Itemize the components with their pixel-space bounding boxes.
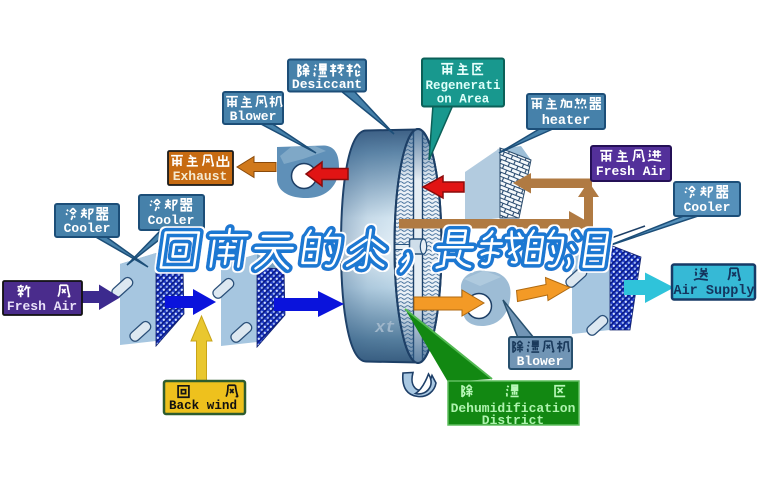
svg-text:Cooler: Cooler (684, 200, 731, 215)
svg-text:Back wind: Back wind (169, 399, 237, 413)
svg-text:Blower: Blower (230, 109, 277, 124)
svg-text:Fresh Air: Fresh Air (7, 299, 77, 314)
svg-text:Regenerati: Regenerati (425, 79, 500, 93)
svg-text:Exhaust: Exhaust (173, 169, 228, 184)
svg-text:Cooler: Cooler (64, 221, 111, 236)
svg-text:Air Supply: Air Supply (673, 284, 754, 299)
svg-text:Fresh Air: Fresh Air (596, 164, 666, 179)
svg-text:District: District (482, 413, 544, 428)
svg-text:Blower: Blower (517, 354, 564, 369)
svg-text:on Area: on Area (437, 93, 490, 107)
svg-text:heater: heater (542, 114, 591, 129)
svg-text:Desiccant: Desiccant (292, 77, 362, 92)
svg-text:Dehumidification: Dehumidification (451, 401, 576, 416)
svg-text:xt: xt (374, 319, 395, 338)
svg-text:Cooler: Cooler (148, 213, 195, 228)
